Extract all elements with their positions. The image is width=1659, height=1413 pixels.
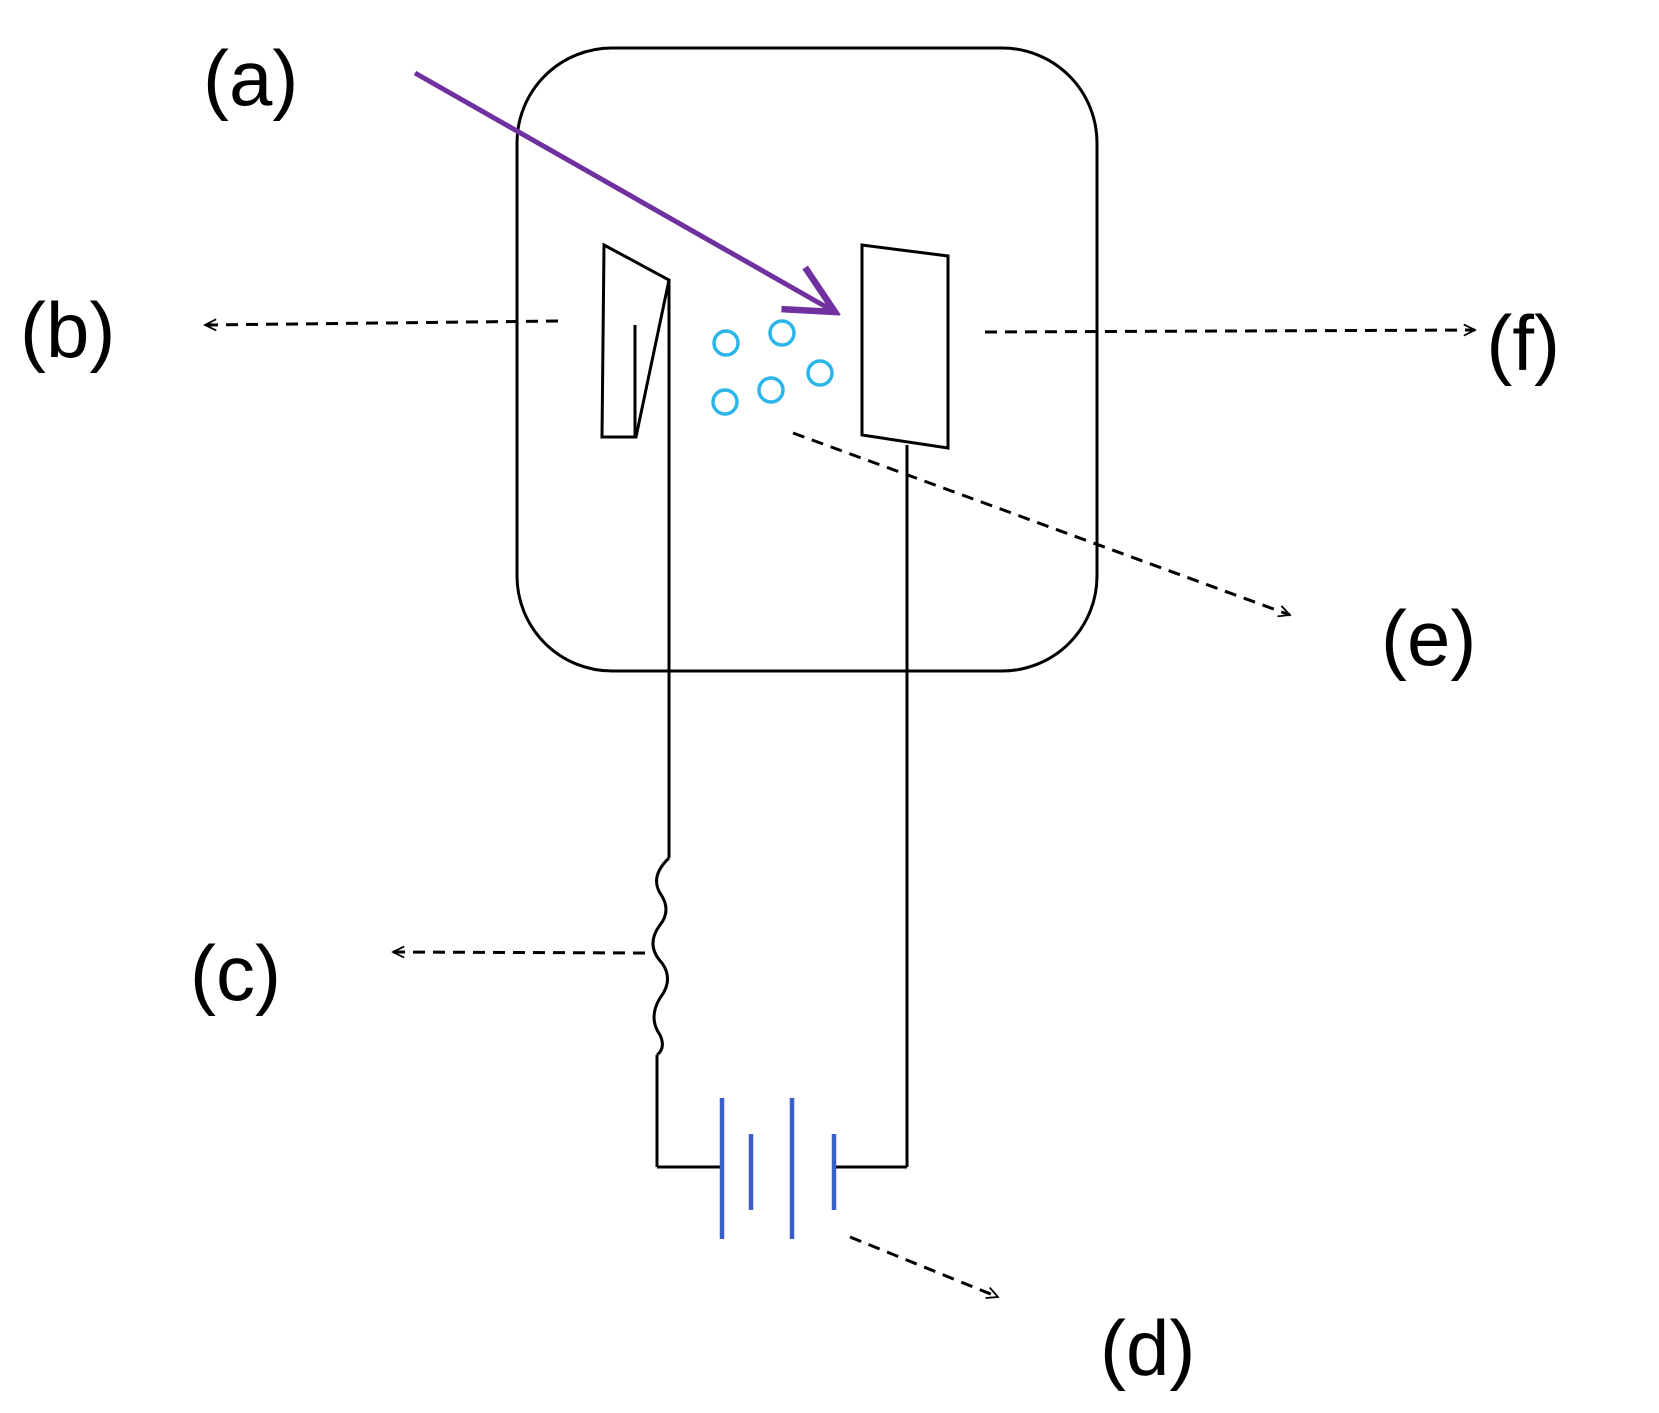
label-b: (b) <box>20 286 115 374</box>
right-electrode <box>860 243 950 450</box>
pointer-arrows <box>205 321 1475 1297</box>
label-d: (d) <box>1100 1304 1195 1392</box>
particle <box>712 329 740 357</box>
particle-cluster <box>711 319 834 416</box>
label-e: (e) <box>1381 594 1476 682</box>
label-c: (c) <box>190 929 281 1017</box>
pointer-arrow-c <box>393 952 646 953</box>
filament-coil <box>651 856 671 1057</box>
label-a: (a) <box>203 34 298 122</box>
label-f: (f) <box>1486 299 1560 387</box>
pointer-arrow-d <box>849 1235 998 1297</box>
pointer-arrow-b <box>205 321 559 325</box>
particle <box>711 388 739 416</box>
circuit-wires <box>651 280 909 1169</box>
chamber <box>515 46 1099 673</box>
pointer-arrow-f <box>984 330 1475 332</box>
incident-arrow <box>413 70 835 312</box>
particle <box>806 359 834 387</box>
battery <box>719 1098 837 1239</box>
pointer-arrow-e <box>792 431 1290 615</box>
particle <box>768 319 796 347</box>
particle <box>757 376 785 404</box>
